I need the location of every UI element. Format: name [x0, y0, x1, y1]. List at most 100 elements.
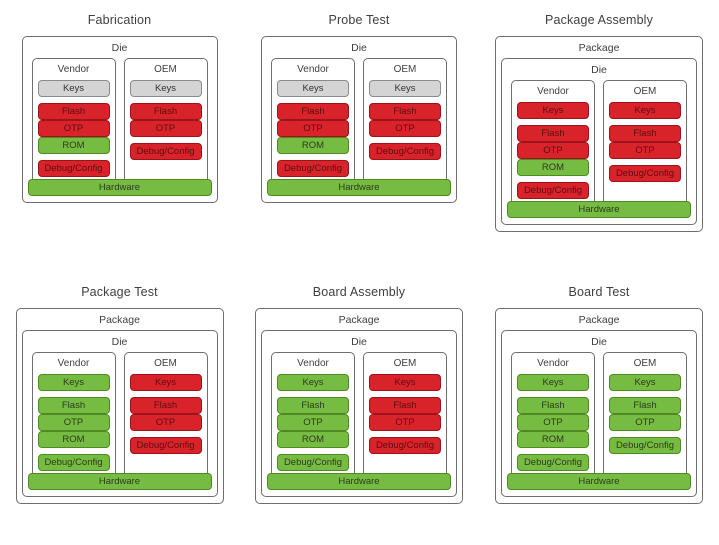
column-label-oem: OEM	[154, 358, 177, 369]
block-keys[interactable]: Keys	[517, 374, 589, 391]
column-label-vendor: Vendor	[297, 358, 329, 369]
block-flash[interactable]: Flash	[517, 125, 589, 142]
block-debug-config[interactable]: Debug/Config	[517, 454, 589, 471]
block-debug-config[interactable]: Debug/Config	[129, 143, 202, 160]
block-keys[interactable]: Keys	[369, 374, 441, 391]
block-debug-config[interactable]: Debug/Config	[277, 160, 349, 177]
block-debug-config[interactable]: Debug/Config	[369, 437, 441, 454]
block-otp[interactable]: OTP	[37, 414, 110, 431]
block-debug-config[interactable]: Debug/Config	[129, 437, 202, 454]
panel-title: Package Assembly	[544, 13, 653, 27]
block-otp[interactable]: OTP	[609, 414, 681, 431]
block-otp[interactable]: OTP	[369, 414, 441, 431]
block-flash[interactable]: Flash	[609, 397, 681, 414]
block-flash[interactable]: Flash	[369, 397, 441, 414]
block-keys[interactable]: Keys	[277, 80, 349, 97]
block-keys[interactable]: Keys	[37, 374, 110, 391]
block-flash[interactable]: Flash	[37, 397, 110, 414]
panel-title: Board Assembly	[312, 285, 406, 299]
block-flash[interactable]: Flash	[129, 397, 202, 414]
block-otp[interactable]: OTP	[277, 414, 349, 431]
block-flash[interactable]: Flash	[37, 103, 110, 120]
block-debug-config[interactable]: Debug/Config	[37, 160, 110, 177]
block-keys[interactable]: Keys	[609, 374, 681, 391]
panel-title: Probe Test	[328, 13, 390, 27]
block-keys[interactable]: Keys	[609, 102, 681, 119]
block-hardware[interactable]: Hardware	[507, 201, 691, 218]
column-label-vendor: Vendor	[297, 64, 329, 75]
block-flash[interactable]: Flash	[609, 125, 681, 142]
block-keys[interactable]: Keys	[369, 80, 441, 97]
block-otp[interactable]: OTP	[369, 120, 441, 137]
block-keys[interactable]: Keys	[37, 80, 110, 97]
block-flash[interactable]: Flash	[277, 103, 349, 120]
block-debug-config[interactable]: Debug/Config	[369, 143, 441, 160]
block-hardware[interactable]: Hardware	[27, 473, 212, 490]
block-rom[interactable]: ROM	[517, 159, 589, 176]
block-hardware[interactable]: Hardware	[267, 179, 451, 196]
column-label-vendor: Vendor	[57, 64, 90, 75]
hardware-row: Hardware	[502, 473, 696, 490]
block-rom[interactable]: ROM	[277, 137, 349, 154]
block-otp[interactable]: OTP	[277, 120, 349, 137]
block-flash[interactable]: Flash	[517, 397, 589, 414]
block-otp[interactable]: OTP	[129, 120, 202, 137]
block-debug-config[interactable]: Debug/Config	[609, 165, 681, 182]
block-debug-config[interactable]: Debug/Config	[37, 454, 110, 471]
block-keys[interactable]: Keys	[129, 374, 202, 391]
block-rom[interactable]: ROM	[37, 137, 110, 154]
block-keys[interactable]: Keys	[277, 374, 349, 391]
block-otp[interactable]: OTP	[129, 414, 202, 431]
block-keys[interactable]: Keys	[517, 102, 589, 119]
block-rom[interactable]: ROM	[277, 431, 349, 448]
block-rom[interactable]: ROM	[37, 431, 110, 448]
block-flash[interactable]: Flash	[277, 397, 349, 414]
block-otp[interactable]: OTP	[609, 142, 681, 159]
hardware-row: Hardware	[262, 473, 456, 490]
block-rom[interactable]: ROM	[517, 431, 589, 448]
hardware-row: Hardware	[502, 201, 696, 218]
block-debug-config[interactable]: Debug/Config	[277, 454, 349, 471]
block-debug-config[interactable]: Debug/Config	[609, 437, 681, 454]
block-hardware[interactable]: Hardware	[507, 473, 691, 490]
package-label: Package	[338, 314, 380, 326]
block-debug-config[interactable]: Debug/Config	[517, 182, 589, 199]
column-label-oem: OEM	[154, 64, 177, 75]
block-hardware[interactable]: Hardware	[267, 473, 451, 490]
block-otp[interactable]: OTP	[517, 142, 589, 159]
block-otp[interactable]: OTP	[37, 120, 110, 137]
block-otp[interactable]: OTP	[517, 414, 589, 431]
block-hardware[interactable]: Hardware	[27, 179, 212, 196]
block-flash[interactable]: Flash	[369, 103, 441, 120]
block-flash[interactable]: Flash	[129, 103, 202, 120]
die-label: Die	[591, 64, 607, 76]
block-keys[interactable]: Keys	[129, 80, 202, 97]
